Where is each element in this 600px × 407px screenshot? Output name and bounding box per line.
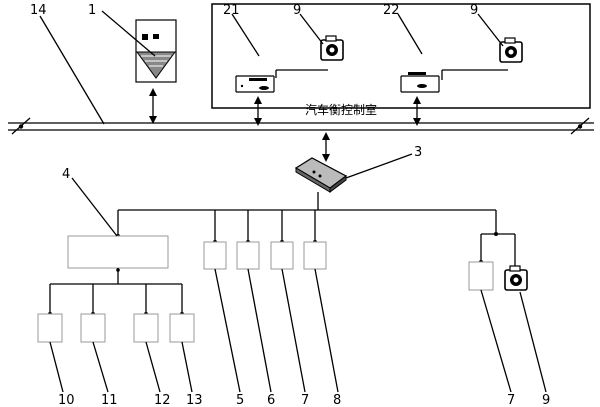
label-22: 22 bbox=[383, 3, 400, 18]
camera-icon bbox=[499, 37, 523, 63]
camera-icon bbox=[504, 265, 528, 291]
device-box-7 bbox=[270, 241, 294, 270]
computer-terminal-21 bbox=[235, 75, 275, 93]
sensor-box-10 bbox=[37, 313, 63, 343]
link-arrow-21 bbox=[254, 96, 262, 126]
controller-box-4 bbox=[67, 235, 169, 269]
label-12: 12 bbox=[154, 393, 171, 407]
label-9-bottom: 9 bbox=[542, 393, 550, 407]
device-box-5 bbox=[203, 241, 227, 270]
camera-icon bbox=[320, 35, 344, 61]
label-14: 14 bbox=[30, 3, 47, 18]
label-3: 3 bbox=[414, 145, 422, 160]
label-7-left: 7 bbox=[301, 393, 309, 407]
device-box-6 bbox=[236, 241, 260, 270]
main-bus bbox=[8, 117, 594, 135]
computer-terminal-22 bbox=[400, 72, 440, 93]
control-room-frame bbox=[211, 3, 591, 109]
label-4: 4 bbox=[62, 167, 70, 182]
sensor-box-11 bbox=[80, 313, 106, 343]
label-13: 13 bbox=[186, 393, 203, 407]
link-arrow-1 bbox=[149, 88, 157, 124]
device-box-8 bbox=[303, 241, 327, 270]
label-1: 1 bbox=[88, 3, 96, 18]
label-21: 21 bbox=[223, 3, 240, 18]
label-9-top-right: 9 bbox=[470, 3, 478, 18]
label-11: 11 bbox=[101, 393, 118, 407]
label-5: 5 bbox=[236, 393, 244, 407]
label-7-right: 7 bbox=[507, 393, 515, 407]
hopper-device-1 bbox=[135, 19, 177, 83]
label-6: 6 bbox=[267, 393, 275, 407]
sensor-box-12 bbox=[133, 313, 159, 343]
control-room-label: 汽车衡控制室 bbox=[305, 102, 377, 117]
link-arrow-22 bbox=[413, 96, 421, 126]
label-9-top-left: 9 bbox=[293, 3, 301, 18]
label-8: 8 bbox=[333, 393, 341, 407]
device-box-7-right bbox=[468, 261, 494, 291]
network-switch-icon bbox=[294, 157, 348, 193]
sensor-box-13 bbox=[169, 313, 195, 343]
link-arrow-3 bbox=[322, 132, 330, 162]
label-10: 10 bbox=[58, 393, 75, 407]
